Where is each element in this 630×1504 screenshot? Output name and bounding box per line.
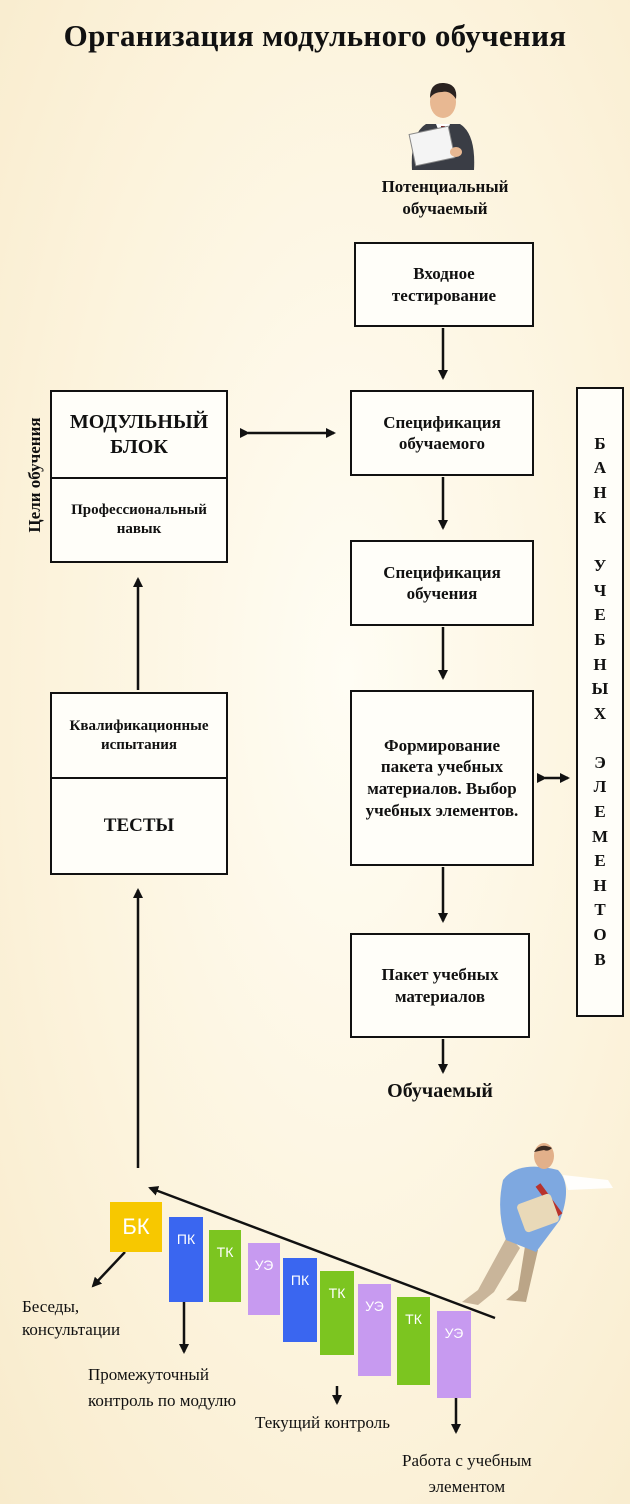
chip-3: УЭ — [248, 1243, 280, 1315]
bank-letter: Ы — [591, 679, 609, 699]
bank-letter: Э — [594, 752, 606, 772]
falling-man-icon — [462, 1143, 613, 1305]
arrow-bk-to-talks — [91, 1251, 126, 1288]
learner-label: Обучаемый — [387, 1080, 493, 1102]
chip-label: УЭ — [444, 1325, 464, 1341]
reading-man-icon — [408, 82, 475, 170]
package-box: Пакет учебных материалов — [350, 933, 530, 1038]
prof-skill-box: Профессиональный навык — [50, 477, 228, 563]
chip-6: УЭ — [358, 1284, 391, 1376]
chip-label: БК — [122, 1214, 150, 1239]
chip-label: ТК — [216, 1244, 234, 1260]
bank-letter: К — [593, 507, 607, 527]
bank-letter: Е — [594, 605, 606, 625]
chip-7: ТК — [397, 1297, 430, 1385]
chip-label: ТК — [328, 1285, 346, 1301]
qualification-box: Квалификационные испытания — [50, 692, 228, 778]
bank-letter: В — [594, 949, 606, 969]
bank-letter: Н — [593, 875, 607, 895]
page-title: Организация модульного обучения — [63, 18, 567, 53]
bank-letter: О — [593, 925, 607, 945]
chip-1: ПК — [169, 1217, 203, 1302]
learner-spec-box: Спецификация обучаемого — [350, 390, 534, 476]
chip-2: ТК — [209, 1230, 241, 1302]
potential-learner-label: Потенциальный обучаемый — [381, 177, 509, 219]
bank-letter: У — [593, 556, 607, 576]
chip-label: ТК — [405, 1311, 422, 1327]
chip-label: ПК — [290, 1272, 310, 1288]
chip-0: БК — [110, 1202, 162, 1252]
arrow-diagonal — [148, 1186, 496, 1320]
bank-letter: Е — [594, 801, 606, 821]
bank-letter: Т — [594, 900, 606, 920]
bank-letter: Л — [593, 777, 607, 797]
module-block-box: МОДУЛЬНЫЙ БЛОК — [50, 390, 228, 478]
bank-letter: Б — [594, 433, 606, 453]
bank-letter: Б — [594, 630, 606, 650]
intermediate-note: Промежуточный контроль по модулю — [88, 1365, 237, 1411]
entry-test-box: Входное тестирование — [354, 242, 534, 327]
package-form-box: Формирование пакета учебных материалов. … — [350, 690, 534, 866]
talks-note: Беседы, консультации — [22, 1297, 121, 1339]
bank-letter: А — [593, 458, 607, 478]
chip-label: УЭ — [365, 1298, 384, 1314]
chip-4: ПК — [283, 1258, 317, 1342]
bank-letter: М — [591, 826, 609, 846]
training-spec-box: Спецификация обучения — [350, 540, 534, 626]
chip-8: УЭ — [437, 1311, 471, 1398]
chip-label: ПК — [176, 1231, 196, 1247]
chip-5: ТК — [320, 1271, 354, 1355]
tests-box: ТЕСТЫ — [50, 777, 228, 875]
bank-letter: Ч — [593, 580, 607, 600]
bank-letter: Е — [594, 851, 606, 871]
bank-letter: Х — [593, 704, 607, 723]
bank-letter: Н — [593, 482, 607, 502]
work-note: Работа с учебным элементом — [402, 1451, 532, 1496]
bank-letter: Н — [593, 654, 607, 674]
current-note: Текущий контроль — [255, 1413, 390, 1432]
chip-label: УЭ — [254, 1257, 274, 1273]
